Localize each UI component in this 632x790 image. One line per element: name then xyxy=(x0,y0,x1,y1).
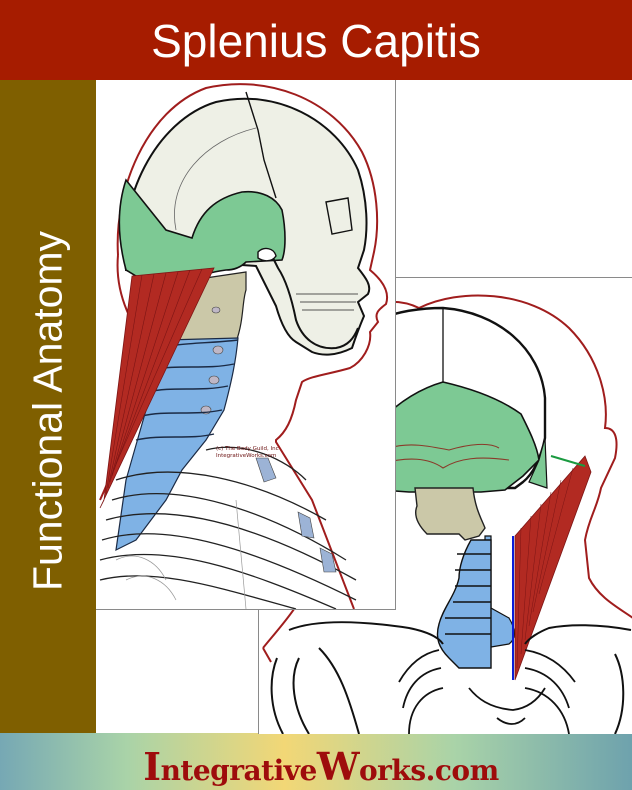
sidebar-label: Functional Anatomy xyxy=(24,230,71,592)
lateral-view-illustration: (c) The Body Guild, Inc IntegrativeWorks… xyxy=(96,80,396,610)
brand-logo[interactable]: IntegrativeWorks.com xyxy=(143,744,499,789)
page-title: Splenius Capitis xyxy=(151,15,481,67)
brand-part-1: ntegrative xyxy=(160,754,318,787)
footer-banner: IntegrativeWorks.com xyxy=(0,733,632,790)
header-banner: Splenius Capitis xyxy=(0,0,632,80)
brand-part-2: orks.com xyxy=(359,754,499,787)
lateral-skull-neck-diagram xyxy=(99,83,388,609)
copyright-line-1: (c) The Body Guild, Inc xyxy=(216,446,279,452)
copyright-notice: (c) The Body Guild, Inc IntegrativeWorks… xyxy=(216,446,279,460)
brand-cap-1: I xyxy=(143,744,161,789)
copyright-line-2: IntegrativeWorks.com xyxy=(216,453,277,459)
brand-cap-2: W xyxy=(316,744,360,789)
sidebar-banner: Functional Anatomy xyxy=(0,80,96,743)
